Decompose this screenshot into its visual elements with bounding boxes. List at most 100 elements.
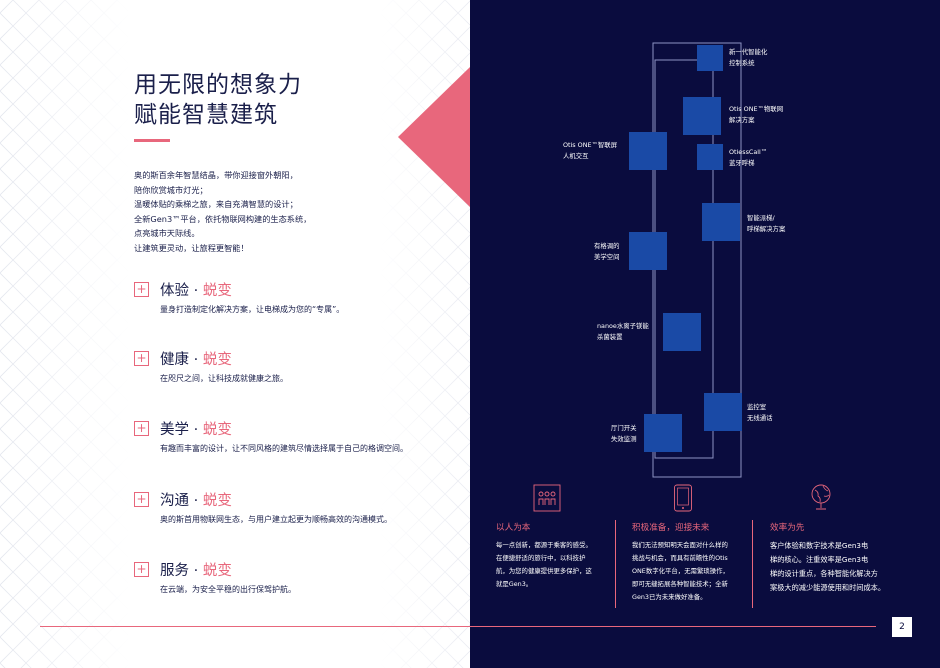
body-line: ONE数字化平台，无需繁琐操作， — [632, 567, 729, 575]
feature-description: 在咫尺之间，让科技成就健康之旅。 — [160, 374, 288, 383]
plus-icon: + — [134, 421, 149, 436]
column-divider — [615, 520, 616, 608]
feature-separator: · — [193, 563, 199, 579]
label-line: 无线通话 — [747, 414, 773, 422]
label-line: 厅门开关 — [611, 424, 637, 432]
diagram-label-bluetooth: OtiessCall™ 蓝牙呼梯 — [729, 147, 767, 169]
label-line: 美学空间 — [594, 253, 620, 261]
title-line: 用无限的想象力 — [134, 72, 302, 98]
label-line: 新一代智能化 — [729, 48, 768, 56]
body-line: 即可无缝拓展各种智能技术；全新 — [632, 580, 728, 588]
diagram-label-iot: Otis ONE™物联网 解决方案 — [729, 104, 783, 126]
body-line: 就是Gen3。 — [496, 580, 533, 588]
feature-name: 沟通 — [160, 493, 189, 509]
feature-separator: · — [193, 283, 199, 299]
component-block-control — [697, 45, 723, 71]
label-line: 智能派梯/ — [747, 214, 775, 222]
feature-accent: 蜕变 — [202, 283, 232, 299]
diagram-label-nanoe: nanoe水离子镁能 杀菌装置 — [597, 321, 649, 343]
page-title: 用无限的想象力 赋能智慧建筑 — [134, 70, 302, 130]
plus-icon: + — [134, 282, 149, 297]
label-line: nanoe水离子镁能 — [597, 322, 649, 330]
diagram-label-aesthetics: 有格调的 美学空间 — [594, 241, 620, 263]
label-line: OtiessCall™ — [729, 148, 768, 156]
intro-line: 奥的斯百余年智慧结晶，带你迎接窗外朝阳， — [134, 170, 298, 180]
column-body: 我们无法预知明天会面对什么样的 挑战与机会，而具有前瞻性的Otis ONE数字化… — [632, 539, 729, 604]
right-page: 新一代智能化 控制系统 Otis ONE™物联网 解决方案 Otis ONE™智… — [470, 0, 940, 668]
body-line: 航，为您的健康提供更多保护，这 — [496, 567, 592, 575]
feature-name: 服务 — [160, 563, 189, 579]
plus-icon: + — [134, 562, 149, 577]
label-line: Otis ONE™物联网 — [729, 105, 784, 113]
diagram-label-monitor: 监控室 无线通话 — [747, 402, 773, 424]
title-underline — [134, 139, 170, 142]
tablet-icon — [674, 484, 692, 512]
column-body: 客户体验和数字技术是Gen3电 梯的核心。注重效率是Gen3电 梯的设计重点，各… — [770, 539, 885, 595]
diagram-label-screen: Otis ONE™智联屏 人机交互 — [563, 140, 617, 162]
feature-description: 奥的斯首用物联网生态，与用户建立起更为顺畅高效的沟通模式。 — [160, 515, 392, 524]
intro-paragraph: 奥的斯百余年智慧结晶，带你迎接窗外朝阳， 陪你欣赏城市灯光； 温暖体贴的乘梯之旅… — [134, 168, 311, 255]
plus-icon: + — [134, 492, 149, 507]
people-icon — [533, 484, 561, 512]
lattice-pattern — [0, 0, 130, 668]
feature-name: 体验 — [160, 283, 189, 299]
label-line: 杀菌装置 — [597, 333, 623, 341]
footer-line — [40, 626, 876, 627]
column-title: 积极准备，迎接未来 — [632, 523, 710, 533]
label-line: 失效监测 — [611, 435, 637, 443]
feature-description: 量身打造制定化解决方案，让电梯成为您的“专属”。 — [160, 305, 345, 314]
feature-separator: · — [193, 493, 199, 509]
body-line: 案极大的减少能源使用和时间成本。 — [770, 583, 886, 592]
body-line: Gen3已为未来做好准备。 — [632, 593, 707, 601]
feature-heading: 服务 · 蜕变 — [160, 559, 232, 580]
component-block-bluetooth — [697, 144, 723, 170]
label-line: 蓝牙呼梯 — [729, 159, 755, 167]
intro-line: 陪你欣赏城市灯光； — [134, 184, 208, 195]
title-line: 赋能智慧建筑 — [134, 102, 278, 128]
feature-accent: 蜕变 — [202, 563, 232, 579]
feature-accent: 蜕变 — [202, 352, 232, 368]
component-block-nanoe — [663, 313, 701, 351]
body-line: 梯的核心。注重效率是Gen3电 — [770, 555, 869, 564]
feature-heading: 体验 · 蜕变 — [160, 279, 232, 300]
feature-description: 有趣而丰富的设计，让不同风格的建筑尽情选择属于自己的格调空间。 — [160, 444, 408, 453]
column-body: 每一点创新，都源于乘客的感受。 在便捷舒适的旅行中，以科技护 航，为您的健康提供… — [496, 539, 592, 591]
pink-triangle-decoration — [398, 67, 470, 207]
label-line: 有格调的 — [594, 242, 620, 250]
column-title: 效率为先 — [770, 523, 805, 533]
label-line: 人机交互 — [563, 152, 589, 160]
feature-name: 健康 — [160, 352, 189, 368]
feature-separator: · — [193, 352, 199, 368]
label-line: 控制系统 — [729, 59, 755, 67]
intro-line: 让建筑更灵动，让旅程更智能！ — [134, 242, 249, 253]
body-line: 我们无法预知明天会面对什么样的 — [632, 541, 728, 549]
intro-line: 点亮城市天际线。 — [134, 228, 200, 238]
body-line: 客户体验和数字技术是Gen3电 — [770, 541, 869, 550]
plus-icon: + — [134, 351, 149, 366]
component-block-monitor — [704, 393, 742, 431]
diagram-label-control: 新一代智能化 控制系统 — [729, 47, 767, 69]
label-line: 呼梯解决方案 — [747, 225, 786, 233]
globe-icon — [811, 484, 831, 510]
label-line: 监控室 — [747, 403, 767, 411]
label-line: 解决方案 — [729, 116, 755, 124]
body-line: 在便捷舒适的旅行中，以科技护 — [496, 554, 586, 562]
intro-line: 温暖体贴的乘梯之旅，来自充满智慧的设计； — [134, 199, 298, 209]
body-line: 每一点创新，都源于乘客的感受。 — [496, 541, 592, 549]
feature-accent: 蜕变 — [202, 422, 232, 438]
body-line: 挑战与机会，而具有前瞻性的Otis — [632, 554, 728, 562]
feature-name: 美学 — [160, 422, 189, 438]
column-title: 以人为本 — [496, 523, 531, 533]
feature-separator: · — [193, 422, 199, 438]
feature-heading: 美学 · 蜕变 — [160, 418, 232, 439]
column-divider — [752, 520, 753, 608]
feature-heading: 沟通 · 蜕变 — [160, 489, 232, 510]
component-block-aesthetics — [629, 232, 667, 270]
component-block-door — [644, 414, 682, 452]
component-block-iot — [683, 97, 721, 135]
label-line: Otis ONE™智联屏 — [563, 141, 618, 149]
body-line: 梯的设计重点，各种智能化解决方 — [770, 569, 878, 578]
elevator-shaft-diagram — [629, 42, 742, 478]
diagram-label-dispatch: 智能派梯/ 呼梯解决方案 — [747, 213, 785, 235]
feature-description: 在云端，为安全平稳的出行保驾护航。 — [160, 585, 296, 594]
